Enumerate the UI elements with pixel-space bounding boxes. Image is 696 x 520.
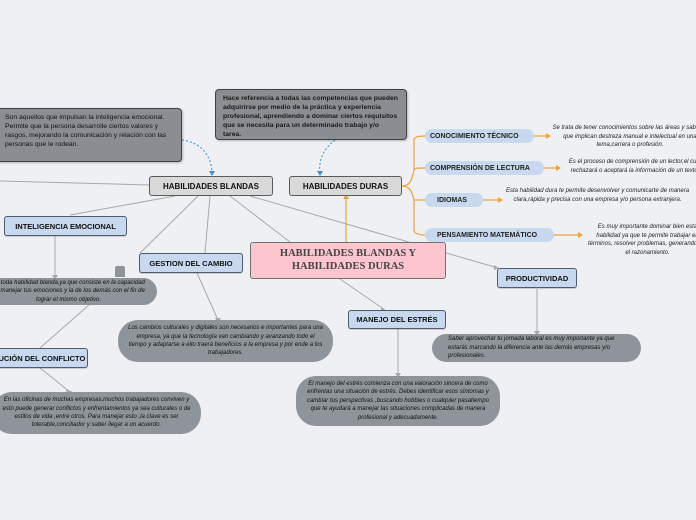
- central-topic[interactable]: HABILIDADES BLANDAS Y HABILIDADES DURAS: [250, 242, 446, 279]
- habilidades-blandas-description-text: Son aquellos que impulsan la inteligenci…: [5, 114, 167, 148]
- connector-blandas-description: [0, 180, 151, 186]
- idiomas-text: Esta habilidad dura te permite desenvolv…: [505, 187, 690, 204]
- productividad-node[interactable]: PRODUCTIVIDAD: [497, 268, 577, 288]
- inteligencia-emocional-node[interactable]: INTELIGENCIA EMOCIONAL: [4, 216, 127, 236]
- connector-blandas-info: [181, 139, 213, 175]
- habilidades-duras-description: Hace referencia a todas las competencias…: [215, 89, 407, 140]
- habilidades-blandas-node[interactable]: HABILIDADES BLANDAS: [149, 176, 273, 196]
- connector-blandas-center: [229, 195, 291, 243]
- manejo-estres-node[interactable]: MANEJO DEL ESTRÉS: [348, 310, 446, 329]
- connector-gestion-text: [196, 272, 219, 321]
- habilidades-blandas-label: HABILIDADES BLANDAS: [163, 181, 259, 191]
- habilidades-duras-description-text: Hace referencia a todas las competencias…: [223, 95, 398, 138]
- resolucion-conflicto-text: En las oficinas de muchas empresas,mucho…: [0, 392, 201, 434]
- pensamiento-matematico-text: Es muy importante dominar bien esta habi…: [585, 223, 696, 257]
- habilidades-duras-label: HABILIDADES DURAS: [302, 181, 389, 191]
- pensamiento-matematico-text-content: Es muy importante dominar bien esta habi…: [587, 224, 696, 256]
- connector-blandas-productividad: [249, 195, 499, 269]
- habilidades-blandas-description: Son aquellos que impulsan la inteligenci…: [0, 108, 182, 162]
- connector-duras-info: [319, 139, 336, 175]
- conocimiento-tecnico-text: Se trata de tener conocimientos sobre la…: [550, 124, 696, 150]
- connector-blandas-inteligencia: [69, 195, 176, 216]
- conocimiento-tecnico-node[interactable]: CONOCIMIENTO TÉCNICO: [425, 129, 534, 143]
- inteligencia-emocional-text-content: Es toda habilidad blanda,ya que consiste…: [0, 279, 145, 303]
- central-topic-label: HABILIDADES BLANDAS Y HABILIDADES DURAS: [279, 248, 417, 272]
- comprension-lectura-label: COMPRENSIÓN DE LECTURA: [430, 164, 530, 172]
- idiomas-node[interactable]: IDIOMAS: [425, 193, 483, 207]
- resolucion-conflicto-label: RESOLUCIÓN DEL CONFLICTO: [0, 353, 86, 363]
- comprension-lectura-text: Es el proceso de comprensión de un lecto…: [560, 158, 696, 175]
- habilidades-duras-node[interactable]: HABILIDADES DURAS: [289, 176, 402, 196]
- manejo-estres-text: El manejo del estrés comienza con una va…: [296, 376, 500, 426]
- conocimiento-tecnico-text-content: Se trata de tener conocimientos sobre la…: [552, 125, 696, 149]
- inteligencia-emocional-text: Es toda habilidad blanda,ya que consiste…: [0, 278, 157, 305]
- comprension-lectura-text-content: Es el proceso de comprensión de un lecto…: [568, 159, 696, 174]
- bubble-tab: [115, 266, 125, 277]
- connector-duras-pensamiento: [401, 185, 426, 236]
- manejo-estres-text-content: El manejo del estrés comienza con una va…: [306, 381, 490, 421]
- productividad-text: Saber aprovechar tu jornada laboral es m…: [432, 334, 641, 362]
- gestion-cambio-label: GESTION DEL CAMBIO: [149, 258, 233, 268]
- connector-blandas-gestion: [139, 195, 199, 254]
- connector-blandas-gestion-text: [204, 195, 211, 254]
- idiomas-text-content: Esta habilidad dura te permite desenvolv…: [505, 188, 690, 203]
- resolucion-conflicto-text-content: En las oficinas de muchas empresas,mucho…: [2, 397, 191, 429]
- inteligencia-emocional-label: INTELIGENCIA EMOCIONAL: [15, 221, 116, 231]
- connector-center-estres: [339, 278, 386, 311]
- connector-conflicto-text: [39, 367, 71, 393]
- comprension-lectura-node[interactable]: COMPRENSIÓN DE LECTURA: [425, 161, 544, 175]
- productividad-text-content: Saber aprovechar tu jornada laboral es m…: [448, 336, 615, 360]
- connector-text-conflicto: [39, 303, 91, 349]
- productividad-label: PRODUCTIVIDAD: [505, 273, 569, 283]
- conocimiento-tecnico-label: CONOCIMIENTO TÉCNICO: [430, 132, 519, 140]
- gestion-cambio-text-content: Los cambios culturales y digitales son n…: [128, 325, 323, 357]
- pensamiento-matematico-label: PENSAMIENTO MATEMÁTICO: [437, 231, 538, 239]
- pensamiento-matematico-node[interactable]: PENSAMIENTO MATEMÁTICO: [425, 228, 554, 242]
- connector-duras-conocimiento: [401, 135, 426, 187]
- manejo-estres-label: MANEJO DEL ESTRÉS: [356, 315, 438, 324]
- gestion-cambio-node[interactable]: GESTION DEL CAMBIO: [139, 253, 243, 273]
- gestion-cambio-text: Los cambios culturales y digitales son n…: [118, 320, 333, 362]
- idiomas-label: IDIOMAS: [437, 196, 467, 204]
- connector-duras-comprension: [413, 167, 426, 171]
- resolucion-conflicto-node[interactable]: RESOLUCIÓN DEL CONFLICTO: [0, 348, 88, 368]
